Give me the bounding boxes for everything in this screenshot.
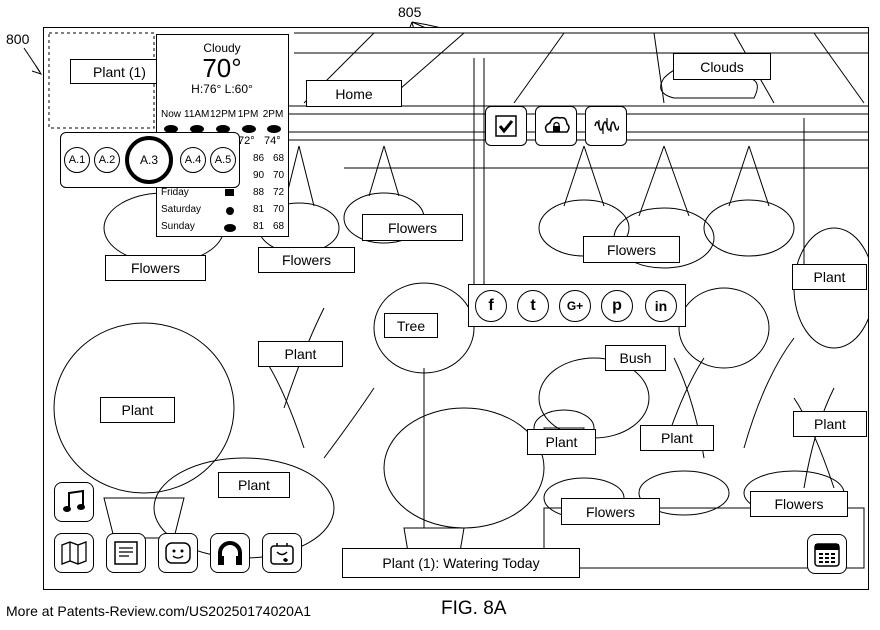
soundwave-button[interactable] [585, 106, 627, 146]
area-button-a4[interactable]: A.4 [180, 147, 206, 173]
area-button-a3-selected[interactable]: A.3 [125, 136, 173, 184]
hourly-temp: 74° [264, 135, 281, 147]
twitter-icon[interactable]: t [517, 290, 549, 322]
music-app-button[interactable] [54, 482, 94, 522]
clouds-label[interactable]: Clouds [673, 53, 771, 80]
flowers-label-hanging-left[interactable]: Flowers [105, 255, 206, 281]
greenhouse-screen: Plant (1) Home Clouds Flowers Flowers Fl… [43, 27, 869, 590]
music-icon [63, 489, 85, 512]
watering-status-message: Plant (1): Watering Today [342, 548, 580, 578]
area-button-a5[interactable]: A.5 [210, 147, 236, 173]
google-plus-icon[interactable]: G+ [559, 290, 591, 322]
daily-weather-icons [224, 189, 236, 232]
callout-reference-number: 805 [398, 4, 422, 20]
area-button-a1[interactable]: A.1 [64, 147, 90, 173]
headphones-app-button[interactable] [210, 533, 250, 573]
social-share-bar: f t G+ p in [468, 284, 686, 327]
weather-high-low: H:76° L:60° [191, 82, 253, 96]
facebook-icon[interactable]: f [475, 290, 507, 322]
tree-label[interactable]: Tree [384, 313, 438, 338]
face-app-button[interactable] [158, 533, 198, 573]
hourly-cloud-icons [164, 125, 281, 133]
flowers-label-hanging-right[interactable]: Flowers [583, 236, 680, 263]
plant-label-right-bottom[interactable]: Plant [793, 411, 867, 437]
plant-label-center-left[interactable]: Plant [258, 341, 343, 367]
shopping-bag-app-button[interactable] [262, 533, 302, 573]
hour-label: 2PM [262, 109, 284, 120]
checkbox-button[interactable] [485, 106, 527, 146]
shopping-bag-icon [270, 543, 294, 565]
face-app-icon [165, 542, 191, 564]
hourly-temp: 72° [238, 135, 255, 147]
figure-caption: FIG. 8A [441, 598, 507, 619]
plant-label-left[interactable]: Plant [100, 397, 175, 423]
pinterest-icon[interactable]: p [601, 290, 633, 322]
cloud-lock-button[interactable] [535, 106, 577, 146]
hour-label: 1PM [237, 109, 259, 120]
plant-1-label[interactable]: Plant (1) [70, 59, 169, 84]
map-app-button[interactable] [54, 533, 94, 573]
figure-reference-number: 800 [6, 31, 30, 47]
home-label[interactable]: Home [306, 80, 402, 107]
area-selector[interactable]: A.1 A.2 A.3 A.4 A.5 [60, 132, 240, 188]
weather-temperature: 70° [202, 53, 242, 83]
hour-label: 11AM [184, 109, 210, 120]
flowers-label-bottom-center[interactable]: Flowers [561, 498, 660, 525]
checkbox-icon [495, 115, 517, 137]
weather-condition: Cloudy [203, 41, 241, 55]
notes-icon [114, 541, 138, 565]
plant-label-right-top[interactable]: Plant [792, 264, 867, 290]
hour-label: Now [160, 109, 181, 120]
flowers-label-bottom-right[interactable]: Flowers [750, 491, 848, 517]
linkedin-icon[interactable]: in [645, 290, 677, 322]
hour-label: 12PM [210, 109, 237, 120]
plant-label-pot[interactable]: Plant [527, 429, 596, 455]
headphones-icon [218, 541, 242, 565]
flowers-label-hanging-center[interactable]: Flowers [362, 214, 463, 241]
plant-label-bottom-left[interactable]: Plant [218, 472, 290, 498]
bush-label[interactable]: Bush [605, 345, 666, 371]
calendar-icon [814, 543, 840, 567]
calendar-app-button[interactable] [807, 534, 847, 574]
map-icon [61, 541, 87, 565]
source-footer: More at Patents-Review.com/US20250174020… [6, 603, 312, 619]
flowers-label-hanging-mid[interactable]: Flowers [258, 247, 355, 273]
area-button-a2[interactable]: A.2 [94, 147, 120, 173]
notes-app-button[interactable] [106, 533, 146, 573]
cloud-lock-icon [544, 116, 570, 133]
soundwave-icon [594, 118, 619, 134]
plant-label-center-right[interactable]: Plant [640, 425, 714, 451]
